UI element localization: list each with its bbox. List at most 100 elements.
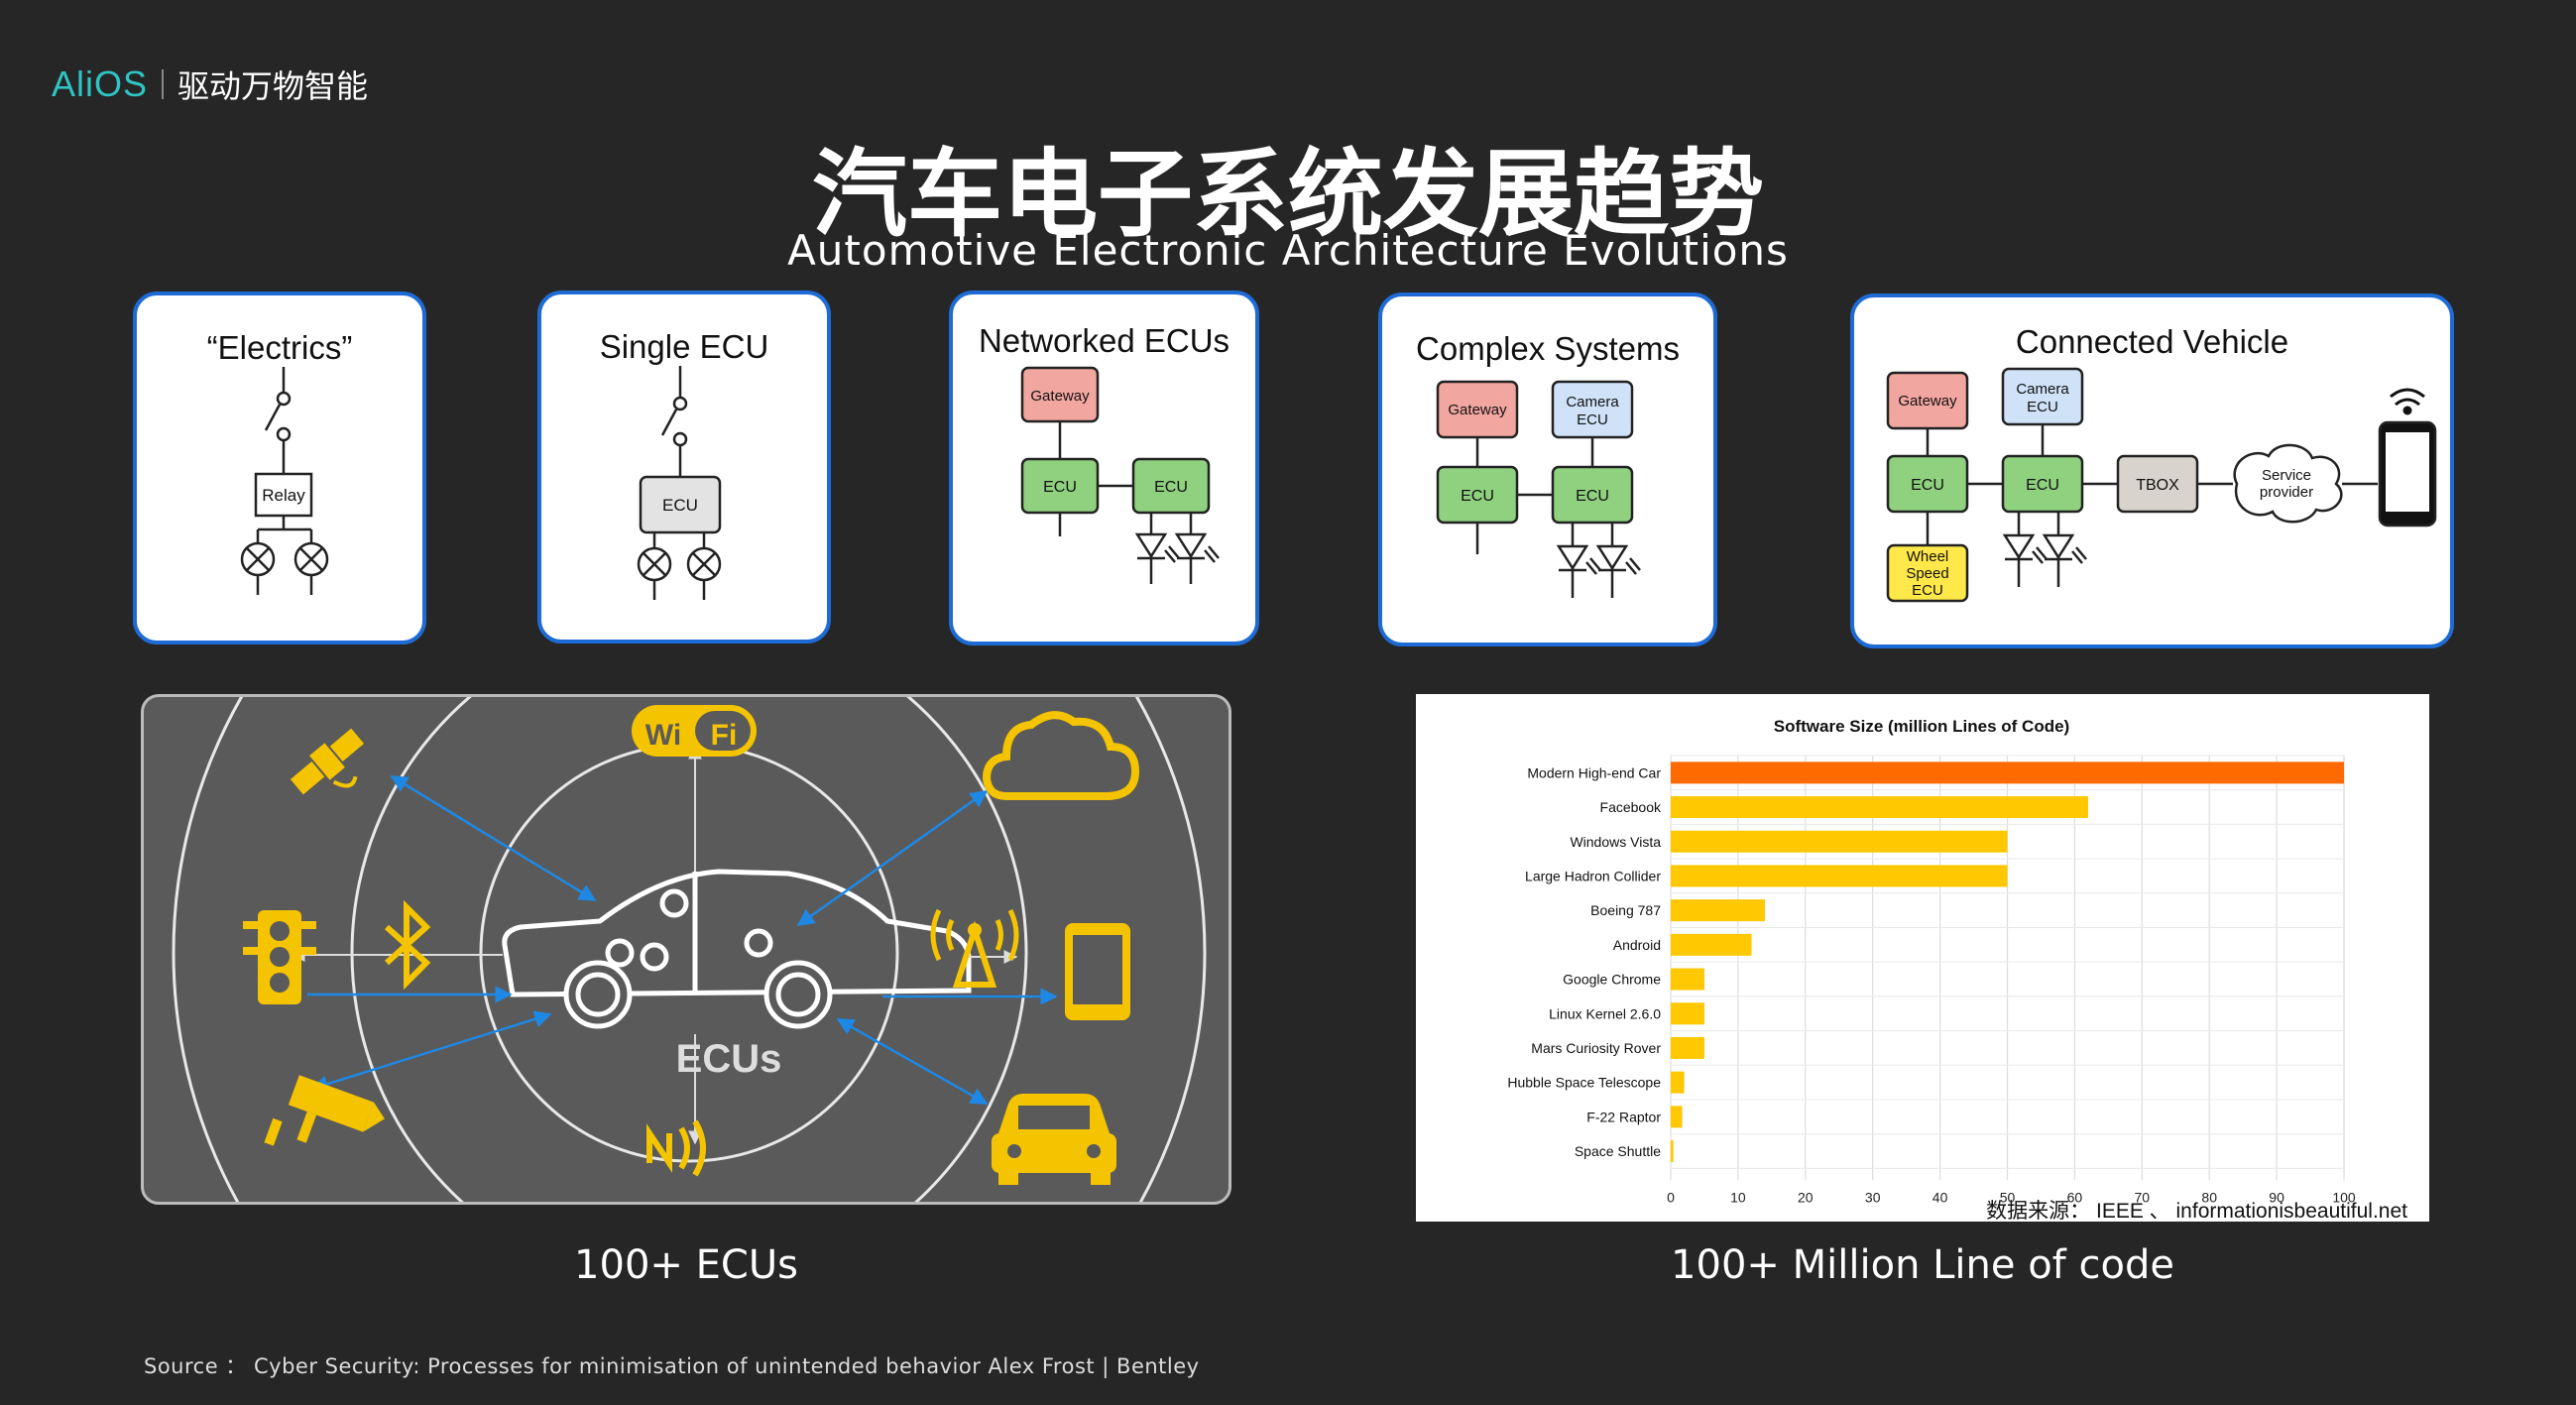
bar xyxy=(1671,761,2344,784)
card-title: Single ECU xyxy=(599,328,769,365)
category-label: Boeing 787 xyxy=(1590,902,1661,918)
brand: AliOS 驱动万物智能 xyxy=(52,61,368,107)
card-complex-systems: Complex Systems Gateway Camera ECU ECU E… xyxy=(1378,293,1717,646)
ecus-label: ECUs xyxy=(676,1037,782,1081)
category-label: Facebook xyxy=(1600,799,1662,815)
connected-vehicle-diagram: Gateway Camera ECU ECU ECU TBOX Service … xyxy=(1886,367,2437,603)
category-label: Space Shuttle xyxy=(1575,1143,1661,1159)
card-connected-vehicle: Connected Vehicle xyxy=(1850,293,2454,648)
category-label: Mars Curiosity Rover xyxy=(1531,1040,1661,1056)
x-tick-label: 100 xyxy=(2332,1189,2356,1205)
x-tick-label: 40 xyxy=(1932,1189,1948,1205)
camera-label-2: ECU xyxy=(2027,399,2058,415)
x-tick-label: 30 xyxy=(1865,1189,1881,1205)
cloud-icon xyxy=(982,711,1140,800)
category-label: Modern High-end Car xyxy=(1527,764,1661,780)
tablet-icon xyxy=(1065,923,1130,1020)
ecu-caption: 100+ ECUs xyxy=(574,1242,798,1288)
satellite-icon xyxy=(290,728,365,795)
phone-signal-icon xyxy=(2390,388,2425,415)
card-title: Complex Systems xyxy=(1416,330,1680,367)
category-label: Android xyxy=(1613,937,1661,953)
source-note: Source ： Cyber Security: Processes for m… xyxy=(144,1354,1200,1378)
category-label: Google Chrome xyxy=(1563,972,1661,988)
wheel-label-3: ECU xyxy=(1912,582,1943,599)
camera-label-1: Camera xyxy=(2016,381,2069,398)
connection-arrows xyxy=(307,774,1058,1106)
x-tick-label: 80 xyxy=(2201,1189,2217,1205)
ecu-label-1: ECU xyxy=(1911,477,1944,494)
bar xyxy=(1671,865,2008,887)
category-label: Large Hadron Collider xyxy=(1525,868,1661,883)
traffic-light-icon xyxy=(243,910,316,1004)
x-tick-label: 50 xyxy=(2000,1189,2016,1205)
x-tick-label: 70 xyxy=(2135,1189,2151,1205)
bar xyxy=(1671,899,1766,922)
bar xyxy=(1671,933,1752,956)
gateway-label: Gateway xyxy=(1030,388,1090,405)
category-label: Hubble Space Telescope xyxy=(1507,1075,1661,1091)
category-label: Windows Vista xyxy=(1570,834,1661,850)
car-outline xyxy=(502,869,972,1029)
chart-title: Software Size (million Lines of Code) xyxy=(1774,717,2069,736)
inner-ring xyxy=(479,743,899,1163)
x-tick-label: 0 xyxy=(1667,1189,1675,1205)
gateway-label: Gateway xyxy=(1448,402,1507,418)
ecu-label-2: ECU xyxy=(1154,479,1188,496)
outer-ring xyxy=(350,697,1028,1202)
gateway-label: Gateway xyxy=(1898,393,1957,410)
camera-label-1: Camera xyxy=(1566,394,1619,410)
relay-label: Relay xyxy=(262,486,305,505)
card-title: Connected Vehicle xyxy=(2015,323,2289,360)
x-tick-label: 10 xyxy=(1730,1189,1746,1205)
wheel-label-1: Wheel xyxy=(1907,548,1949,565)
card-networked-ecus: Networked ECUs Gateway ECU ECU xyxy=(949,291,1259,645)
camera-icon xyxy=(264,1075,385,1146)
brand-slogan: 驱动万物智能 xyxy=(177,68,369,104)
ecu-label-1: ECU xyxy=(1043,479,1077,496)
brand-divider xyxy=(162,69,165,99)
page-subtitle: Automotive Electronic Architecture Evolu… xyxy=(787,226,1789,275)
bar xyxy=(1671,796,2088,819)
chart-source-note: 数据来源： IEEE 、 informationisbeautiful.net xyxy=(1986,1200,2407,1222)
networked-ecus-diagram: Gateway ECU ECU xyxy=(1020,366,1220,584)
ecu-connectivity-illustration: ECUs Wi Fi xyxy=(172,697,1207,1202)
ecu-label-1: ECU xyxy=(1461,488,1494,505)
page-title: 汽车电子系统发展趋势 xyxy=(812,139,1764,250)
card-electrics: “Electrics” Relay xyxy=(133,292,426,644)
bar xyxy=(1671,830,2008,853)
bar xyxy=(1671,1036,1704,1059)
x-tick-label: 60 xyxy=(2067,1189,2083,1205)
nfc-icon xyxy=(646,1119,706,1177)
wheel-label-2: Speed xyxy=(1906,565,1948,582)
alios-logo: AliOS xyxy=(52,63,149,104)
x-tick-label: 90 xyxy=(2269,1189,2284,1205)
card-title: “Electrics” xyxy=(206,329,353,366)
electrics-diagram: Relay xyxy=(240,367,329,595)
bar xyxy=(1671,1071,1685,1094)
phone-screen xyxy=(2386,432,2429,512)
antenna-icon xyxy=(930,908,1019,988)
bar xyxy=(1671,968,1704,991)
ecu-label: ECU xyxy=(662,496,698,515)
bluetooth-icon xyxy=(384,899,431,991)
category-label: Linux Kernel 2.6.0 xyxy=(1549,1005,1661,1021)
ecu-label-2: ECU xyxy=(1576,488,1609,505)
bar xyxy=(1671,1002,1704,1025)
bar xyxy=(1671,1106,1683,1128)
single-ecu-diagram: ECU xyxy=(637,366,722,600)
card-title: Networked ECUs xyxy=(978,322,1230,359)
car-front-icon xyxy=(992,1094,1116,1185)
service-label-1: Service xyxy=(2262,467,2311,484)
bar xyxy=(1671,1140,1674,1163)
ecu-label-2: ECU xyxy=(2026,477,2059,494)
card-single-ecu: Single ECU ECU xyxy=(537,291,831,644)
wifi-text-fi: Fi xyxy=(711,719,738,752)
camera-label-2: ECU xyxy=(1577,411,1608,428)
wifi-icon xyxy=(632,705,757,757)
code-caption: 100+ Million Line of code xyxy=(1671,1242,2174,1288)
tbox-label: TBOX xyxy=(2136,477,2179,494)
x-tick-label: 20 xyxy=(1798,1189,1814,1205)
